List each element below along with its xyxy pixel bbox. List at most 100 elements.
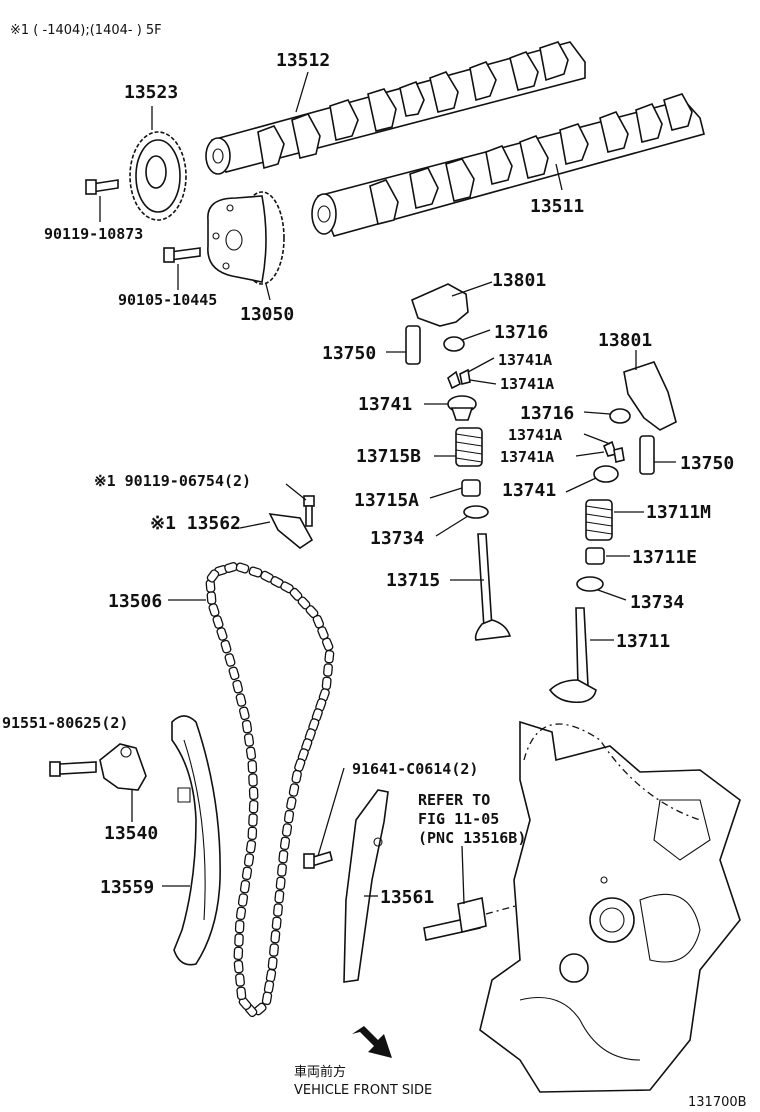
chain-link (267, 956, 278, 971)
chain-link (248, 773, 258, 787)
tensioner (99, 743, 147, 822)
chain-link (324, 649, 335, 664)
keeper-2 (575, 433, 625, 463)
chain-link (232, 679, 244, 694)
chain-link (277, 863, 287, 877)
lash-adjuster-2 (639, 435, 676, 475)
chain-link (235, 973, 245, 987)
chain-link (235, 562, 250, 574)
chain-link (243, 853, 255, 867)
seal-2 (585, 547, 630, 565)
keeper-1 (447, 357, 497, 390)
chain-link (238, 706, 250, 721)
label-timing-chain: 13506 (108, 591, 162, 612)
chain-link (247, 826, 258, 841)
refer-line-2: FIG 11-05 (418, 810, 499, 828)
chain-link (220, 639, 232, 654)
pad-1 (443, 329, 491, 352)
chain-link (274, 889, 285, 904)
chain-link (261, 991, 273, 1006)
cam-sprocket (129, 106, 187, 221)
label-retainer-1: 13741 (358, 394, 412, 415)
label-tensioner-bolt: 91551-80625(2) (2, 714, 128, 732)
chain-link (248, 813, 258, 827)
chain-link (291, 769, 302, 784)
chain-slipper (162, 715, 221, 966)
label-seal-2: 13711E (632, 547, 697, 568)
label-spring-1: 13715B (356, 446, 421, 467)
chain-link (236, 986, 247, 1001)
chain-link (270, 929, 281, 944)
label-sprocket-bolt: 90119-10873 (44, 225, 143, 243)
chain-link (212, 615, 224, 629)
chain-link (233, 959, 244, 974)
seat-1 (435, 505, 489, 537)
chain-link (321, 676, 332, 691)
label-guide-bolt: ※1 90119-06754(2) (94, 472, 251, 490)
label-pad-2: 13716 (520, 403, 574, 424)
chain-link (235, 693, 247, 707)
chain-guide (239, 513, 314, 549)
label-valve-2: 13711 (616, 631, 670, 652)
label-rocker-arm-2: 13801 (598, 330, 652, 351)
damper-bolt (303, 767, 345, 869)
chain-link (247, 759, 258, 774)
rocker-arm-1 (411, 281, 493, 327)
chain-link (228, 666, 240, 681)
refer-line-1: REFER TO (418, 791, 490, 809)
sprocket-bolt (85, 179, 119, 222)
header-note: ※1 ( -1404);(1404- ) 5F (10, 23, 162, 38)
label-spring-2: 13711M (646, 502, 711, 523)
chain-damper (343, 789, 389, 983)
intake-camshaft (205, 41, 586, 175)
chain-link (281, 823, 293, 837)
spring-2 (585, 499, 644, 541)
chain-link (206, 591, 217, 605)
label-retainer-2: 13741 (502, 480, 556, 501)
label-chain-guide: ※1 13562 (150, 513, 241, 534)
label-keeper-1b: 13741A (500, 375, 554, 393)
chain-link (216, 627, 228, 641)
chain-link (323, 663, 333, 677)
retainer-2 (565, 465, 619, 493)
label-vvt-bolt: 90105-10445 (118, 291, 217, 309)
chain-link (279, 836, 291, 851)
label-damper-bolt: 91641-C0614(2) (352, 760, 478, 778)
chain-link (269, 943, 279, 957)
refer-line-3: (PNC 13516B) (418, 829, 526, 847)
figure-code: 131700B (688, 1095, 747, 1110)
chain-link (243, 733, 255, 747)
chain-link (286, 796, 297, 811)
label-intake-camshaft: 13512 (276, 50, 330, 71)
chain-link (235, 906, 247, 921)
vehicle-front-arrow (352, 1026, 392, 1058)
label-exhaust-camshaft: 13511 (530, 196, 584, 217)
label-pad-1: 13716 (494, 322, 548, 343)
front-label-en: VEHICLE FRONT SIDE (294, 1083, 432, 1098)
timing-chain (205, 562, 335, 1018)
engine-block (479, 720, 741, 1093)
valve-1 (450, 533, 512, 641)
chain-link (224, 653, 236, 667)
label-valve-1: 13715 (386, 570, 440, 591)
exhaust-camshaft (311, 93, 705, 237)
chain-link (233, 946, 244, 961)
label-cam-sprocket: 13523 (124, 82, 178, 103)
label-keeper-1a: 13741A (498, 351, 552, 369)
chain-link (278, 849, 289, 864)
chain-link (241, 866, 253, 881)
refer-part (423, 845, 605, 941)
chain-link (245, 839, 257, 854)
label-keeper-2a: 13741A (508, 426, 562, 444)
chain-link (234, 933, 244, 947)
seat-2 (576, 576, 627, 601)
seal-1 (429, 479, 481, 499)
chain-link (206, 569, 220, 583)
tensioner-bolt (49, 761, 97, 777)
chain-link (241, 719, 253, 734)
chain-link (245, 746, 257, 761)
front-label-jp: 車両前方 (294, 1064, 346, 1080)
retainer-1 (424, 395, 477, 421)
label-seal-1: 13715A (354, 490, 419, 511)
